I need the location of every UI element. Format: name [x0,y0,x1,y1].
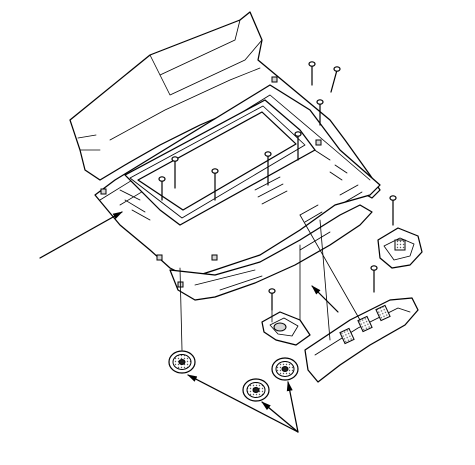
bolt [370,265,378,293]
callout-arrow-speaker-right [286,381,299,433]
assembly-guide-lines [179,214,361,351]
center-bracket [261,311,311,346]
bolt [264,151,272,186]
speaker-center [242,378,270,402]
bolt [316,99,324,126]
speakers [168,350,299,402]
callout-arrow-left [39,211,123,259]
bolt [268,288,276,311]
screen-opening [124,99,316,226]
control-module [304,297,419,383]
bolt [294,131,302,161]
bolt [308,61,316,86]
bolt [171,156,179,189]
callout-arrow-speaker-center [261,401,299,433]
callout-arrow-speaker-left [187,374,299,433]
bolt [158,176,166,201]
mounting-bolts [158,61,397,311]
callout-arrow-module [311,285,339,313]
center-panel-frame [94,84,381,279]
speaker-right [271,357,299,381]
right-bracket-module [377,227,423,269]
bolt [330,66,341,93]
bolt [211,168,219,201]
callout-arrows [39,211,339,433]
bolt [389,195,397,226]
lower-bezel [169,204,373,301]
speaker-left [168,350,196,374]
